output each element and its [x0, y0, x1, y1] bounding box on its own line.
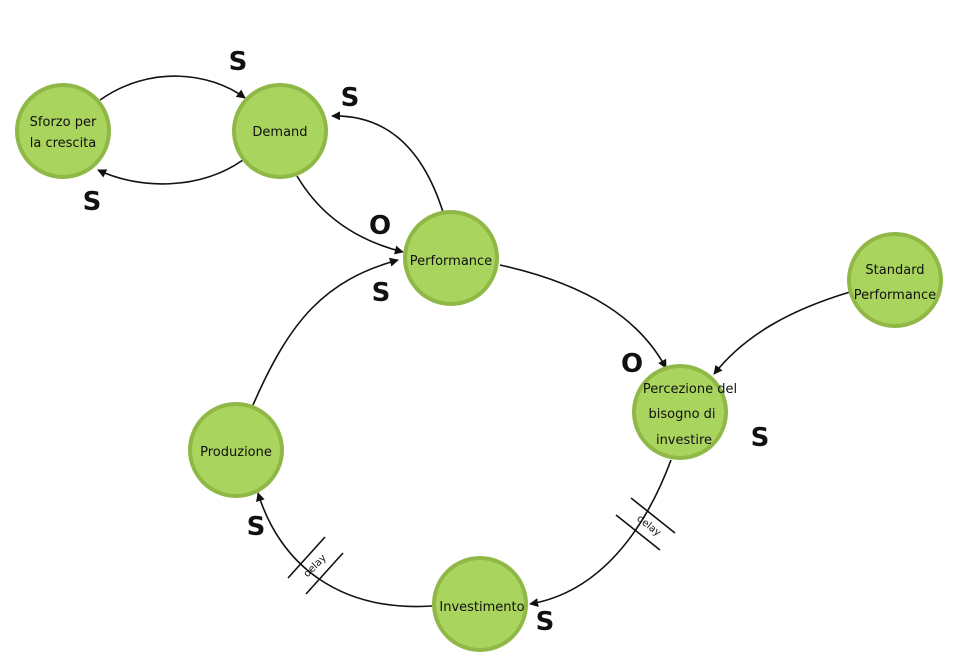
node-label: Sforzo per	[30, 115, 97, 130]
node-label: Produzione	[200, 445, 272, 460]
delay-bar	[615, 514, 661, 551]
delay-bar	[287, 536, 326, 579]
node-produzione[interactable]: Produzione	[188, 402, 284, 498]
polarity-percezione-investimento: S	[536, 607, 555, 637]
node-standard-performance[interactable]: Standard Performance	[847, 232, 943, 328]
node-investimento[interactable]: Investimento	[432, 556, 528, 652]
node-percezione[interactable]: Percezione del bisogno di investire	[632, 364, 737, 460]
polarity-standard-percezione: S	[751, 423, 770, 453]
node-demand[interactable]: Demand	[232, 83, 328, 179]
polarity-labels: S S S O S O S S S	[83, 47, 770, 637]
node-label: Performance	[410, 254, 492, 269]
delay-bar	[630, 497, 676, 534]
edge-demand-to-performance	[296, 175, 404, 255]
node-circle	[232, 83, 328, 179]
node-circle	[188, 402, 284, 498]
node-label: la crescita	[30, 136, 97, 151]
polarity-demand-performance: O	[369, 211, 391, 241]
node-sforzo[interactable]: Sforzo per la crescita	[15, 83, 111, 179]
edge-produzione-to-performance	[252, 257, 399, 406]
node-label: Standard	[865, 263, 924, 278]
delay-mark-percezione-investimento: delay	[615, 497, 676, 551]
polarity-demand-sforzo: S	[83, 187, 102, 217]
polarity-sforzo-demand: S	[229, 47, 248, 77]
node-circle	[403, 210, 499, 306]
node-label: investire	[656, 433, 712, 448]
node-label: Percezione del	[643, 382, 737, 397]
edge-standard-to-percezione	[713, 291, 851, 375]
polarity-performance-percezione: O	[621, 349, 643, 379]
node-circle	[632, 364, 728, 460]
polarity-investimento-produzione: S	[247, 512, 266, 542]
edges	[97, 75, 851, 608]
polarity-produzione-performance: S	[372, 278, 391, 308]
node-performance[interactable]: Performance	[403, 210, 499, 306]
node-label: Demand	[252, 125, 307, 140]
edge-performance-to-percezione	[499, 264, 667, 369]
edge-performance-to-demand	[331, 111, 444, 213]
node-label: bisogno di	[648, 407, 715, 422]
edge-investimento-to-produzione	[256, 492, 433, 608]
delay-mark-investimento-produzione: delay	[287, 536, 344, 595]
edge-percezione-to-investimento	[529, 459, 672, 608]
node-label: Performance	[854, 288, 936, 303]
node-circle	[847, 232, 943, 328]
node-label: Investimento	[439, 600, 524, 615]
edge-demand-to-sforzo	[97, 159, 244, 185]
node-circle	[15, 83, 111, 179]
delay-bar	[305, 552, 344, 595]
polarity-performance-demand: S	[341, 83, 360, 113]
edge-sforzo-to-demand	[99, 75, 246, 101]
node-circle	[432, 556, 528, 652]
